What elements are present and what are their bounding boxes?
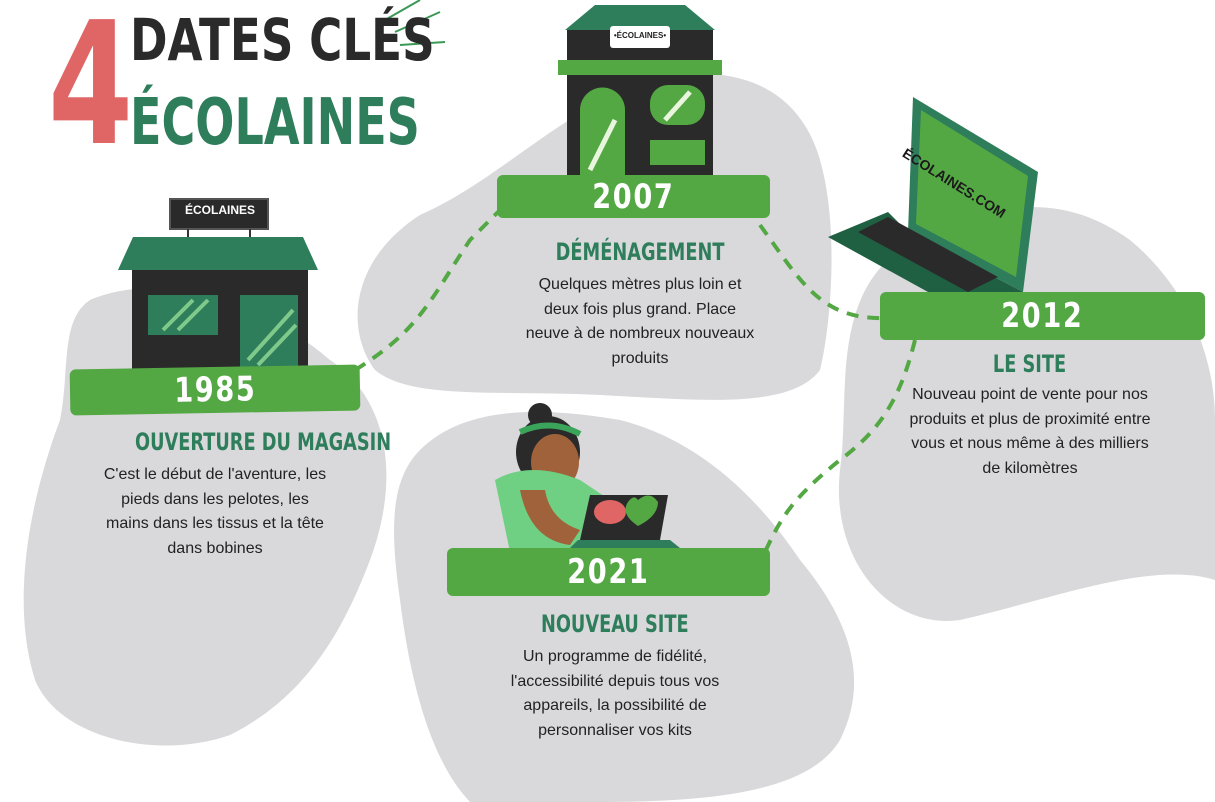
dashed-connector-1 bbox=[353, 208, 502, 372]
laptop-illustration bbox=[828, 97, 1038, 314]
milestone-text-2007: Quelques mètres plus loin et deux fois p… bbox=[525, 276, 755, 367]
milestone-heading-1985: OUVERTURE DU MAGASIN bbox=[90, 428, 391, 456]
year-label: 2021 bbox=[567, 552, 650, 592]
year-banner-2021: 2021 bbox=[447, 548, 770, 596]
heading-text: NOUVEAU SITE bbox=[541, 610, 689, 638]
sparkle-lines bbox=[384, 0, 446, 46]
title-line-2: ÉCOLAINES bbox=[130, 86, 420, 160]
year-banner-2007: 2007 bbox=[497, 175, 770, 218]
shop-1985-sign: ÉCOLAINES bbox=[184, 203, 255, 217]
heading-text: DÉMÉNAGEMENT bbox=[555, 238, 725, 266]
year-label: 2012 bbox=[1001, 296, 1084, 336]
milestone-text-2012: Nouveau point de vente pour nos produits… bbox=[909, 386, 1151, 477]
milestone-text-1985: C'est le début de l'aventure, les pieds … bbox=[103, 466, 327, 557]
shop-1985-illustration bbox=[118, 198, 318, 370]
dashed-connector-3 bbox=[763, 339, 917, 553]
heading-text: LE SITE bbox=[993, 350, 1067, 378]
year-label: 2007 bbox=[592, 176, 675, 217]
title-line-1: DATES CLÉS bbox=[130, 6, 435, 74]
shop-2007-sign: •ÉCOLAINES• bbox=[613, 31, 667, 40]
blob-2007 bbox=[357, 73, 832, 400]
dashed-connector-2 bbox=[758, 223, 886, 321]
shop-2007-illustration bbox=[558, 5, 722, 180]
person-tablet-illustration bbox=[495, 403, 680, 552]
year-label: 1985 bbox=[173, 369, 257, 411]
milestone-heading-2021: NOUVEAU SITE bbox=[480, 610, 750, 638]
heading-text: OUVERTURE DU MAGASIN bbox=[135, 428, 392, 456]
year-banner-1985: 1985 bbox=[69, 364, 361, 416]
milestone-heading-2007: DÉMÉNAGEMENT bbox=[505, 238, 775, 266]
milestone-text-2021: Un programme de fidélité, l'accessibilit… bbox=[510, 648, 720, 739]
year-banner-2012: 2012 bbox=[880, 292, 1205, 340]
milestone-heading-2012: LE SITE bbox=[900, 350, 1160, 378]
title-number: 4 bbox=[48, 0, 134, 184]
